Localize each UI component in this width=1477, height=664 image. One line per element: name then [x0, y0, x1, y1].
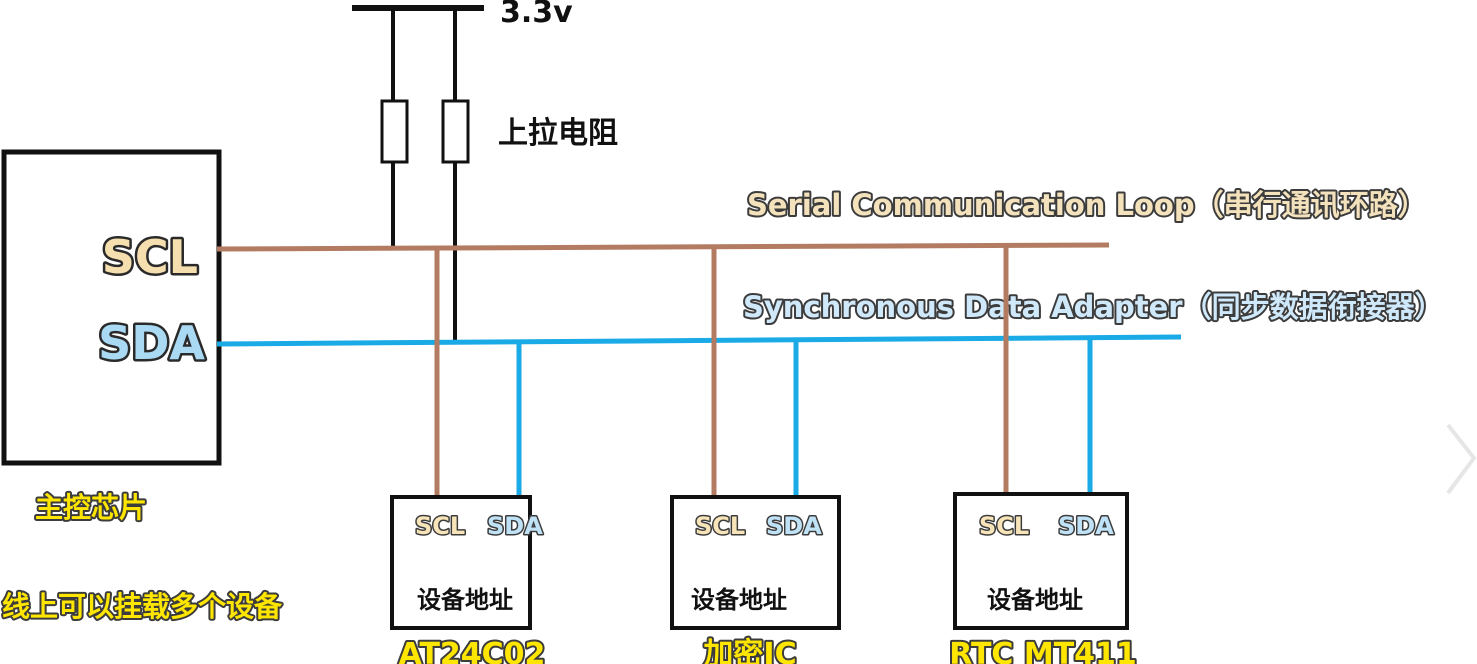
device3-address: 设备地址: [987, 586, 1083, 614]
pullup-resistor-sda: [441, 99, 470, 164]
device3-box: [953, 492, 1129, 630]
device1-address: 设备地址: [417, 586, 513, 614]
device1-scl-label: SCL: [415, 512, 465, 540]
master-caption: 主控芯片: [35, 491, 147, 524]
device2-name: 加密IC: [703, 637, 796, 664]
device2-scl-label: SCL: [695, 512, 745, 540]
sda-bus-line: [216, 334, 1182, 347]
pullup-label: 上拉电阻: [498, 116, 618, 151]
device1-sda-label: SDA: [487, 512, 543, 540]
scl-bus-line: [216, 242, 1110, 252]
device1-box: [390, 495, 532, 630]
supply-label: 3.3v: [500, 0, 573, 30]
device2-address: 设备地址: [691, 586, 787, 614]
master-scl-label: SCL: [102, 230, 198, 284]
device2-sda-label: SDA: [766, 512, 822, 540]
chevron-right-icon[interactable]: [1446, 423, 1477, 495]
master-chip-box: [1, 149, 222, 466]
device3-scl-label: SCL: [979, 512, 1029, 540]
pullup-resistor-scl: [380, 99, 409, 164]
device3-name: RTC MT411: [949, 637, 1137, 664]
device3-sda-label: SDA: [1058, 512, 1114, 540]
device2-box: [670, 495, 841, 630]
sda-bus-label: Synchronous Data Adapter（同步数据衔接器）: [743, 290, 1444, 324]
scl-bus-label: Serial Communication Loop（串行通讯环路）: [747, 188, 1427, 222]
device1-name: AT24C02: [399, 637, 546, 664]
master-sda-label: SDA: [98, 316, 205, 370]
note-multiple-devices: 线上可以挂载多个设备: [2, 590, 283, 623]
